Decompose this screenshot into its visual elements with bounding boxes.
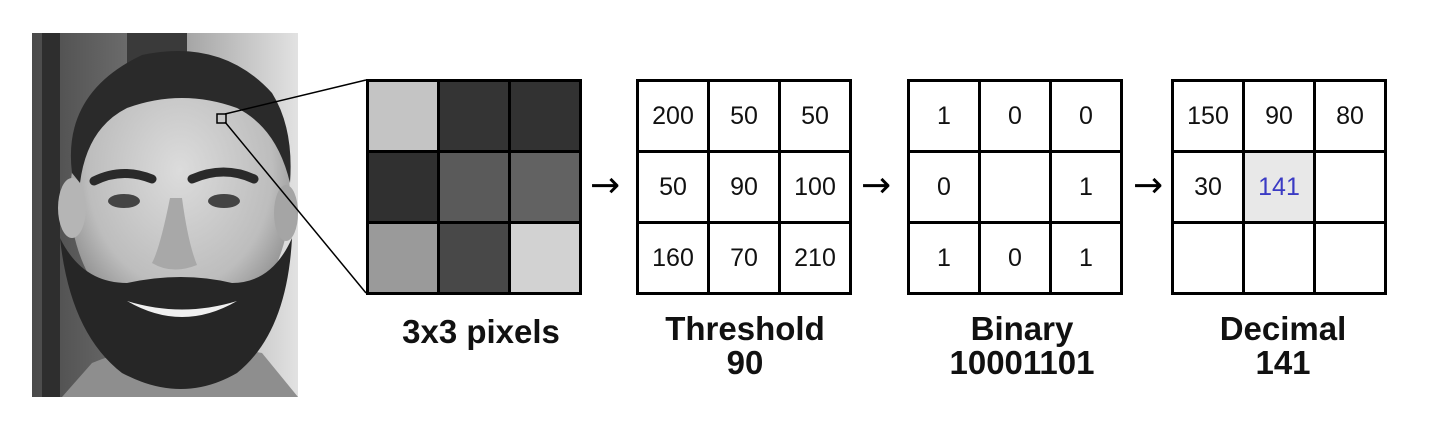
binary-cell: 0	[981, 82, 1049, 150]
pixel-cell	[511, 153, 579, 221]
binary-cell	[981, 153, 1049, 221]
threshold-cell: 50	[781, 82, 849, 150]
threshold-cell: 210	[781, 224, 849, 292]
decimal-title: Decimal	[1219, 310, 1347, 347]
threshold-cell: 50	[710, 82, 778, 150]
pixel-cell	[511, 224, 579, 292]
threshold-cell: 90	[710, 153, 778, 221]
pixels-caption: 3x3 pixels	[402, 313, 560, 350]
pixel-cell	[511, 82, 579, 150]
threshold-value: 90	[726, 344, 764, 381]
binary-cell: 0	[1052, 82, 1120, 150]
binary-value: 10001101	[949, 344, 1095, 381]
decimal-cell	[1174, 224, 1242, 292]
pixel-cell	[369, 82, 437, 150]
threshold-cell: 200	[639, 82, 707, 150]
threshold-cell: 160	[639, 224, 707, 292]
right-arrow-icon: →	[590, 165, 621, 206]
decimal-caption: Decimal 141	[1163, 312, 1403, 380]
pixel-grid	[366, 79, 582, 295]
pixel-cell	[369, 224, 437, 292]
threshold-caption: Threshold 90	[625, 312, 865, 380]
binary-title: Binary	[970, 310, 1074, 347]
decimal-cell: 150	[1174, 82, 1242, 150]
binary-cell: 1	[910, 82, 978, 150]
binary-caption: Binary 10001101	[902, 312, 1142, 380]
decimal-cell	[1316, 224, 1384, 292]
threshold-cell: 70	[710, 224, 778, 292]
decimal-cell	[1316, 153, 1384, 221]
decimal-cell: 141	[1245, 153, 1313, 221]
decimal-cell	[1245, 224, 1313, 292]
pixel-cell	[440, 153, 508, 221]
right-arrow-icon: →	[1133, 165, 1164, 206]
decimal-value: 141	[1255, 344, 1311, 381]
threshold-title: Threshold	[665, 310, 825, 347]
right-arrow-icon: →	[861, 165, 892, 206]
pixel-cell	[369, 153, 437, 221]
decimal-cell: 30	[1174, 153, 1242, 221]
binary-cell: 0	[910, 153, 978, 221]
threshold-cell: 50	[639, 153, 707, 221]
decimal-cell: 80	[1316, 82, 1384, 150]
binary-cell: 1	[1052, 153, 1120, 221]
pixel-cell	[440, 224, 508, 292]
decimal-cell: 90	[1245, 82, 1313, 150]
binary-cell: 1	[910, 224, 978, 292]
binary-cell: 0	[981, 224, 1049, 292]
pixel-cell	[440, 82, 508, 150]
threshold-cell: 100	[781, 153, 849, 221]
face-photo-image	[32, 33, 298, 397]
face-photo	[32, 33, 298, 397]
binary-cell: 1	[1052, 224, 1120, 292]
